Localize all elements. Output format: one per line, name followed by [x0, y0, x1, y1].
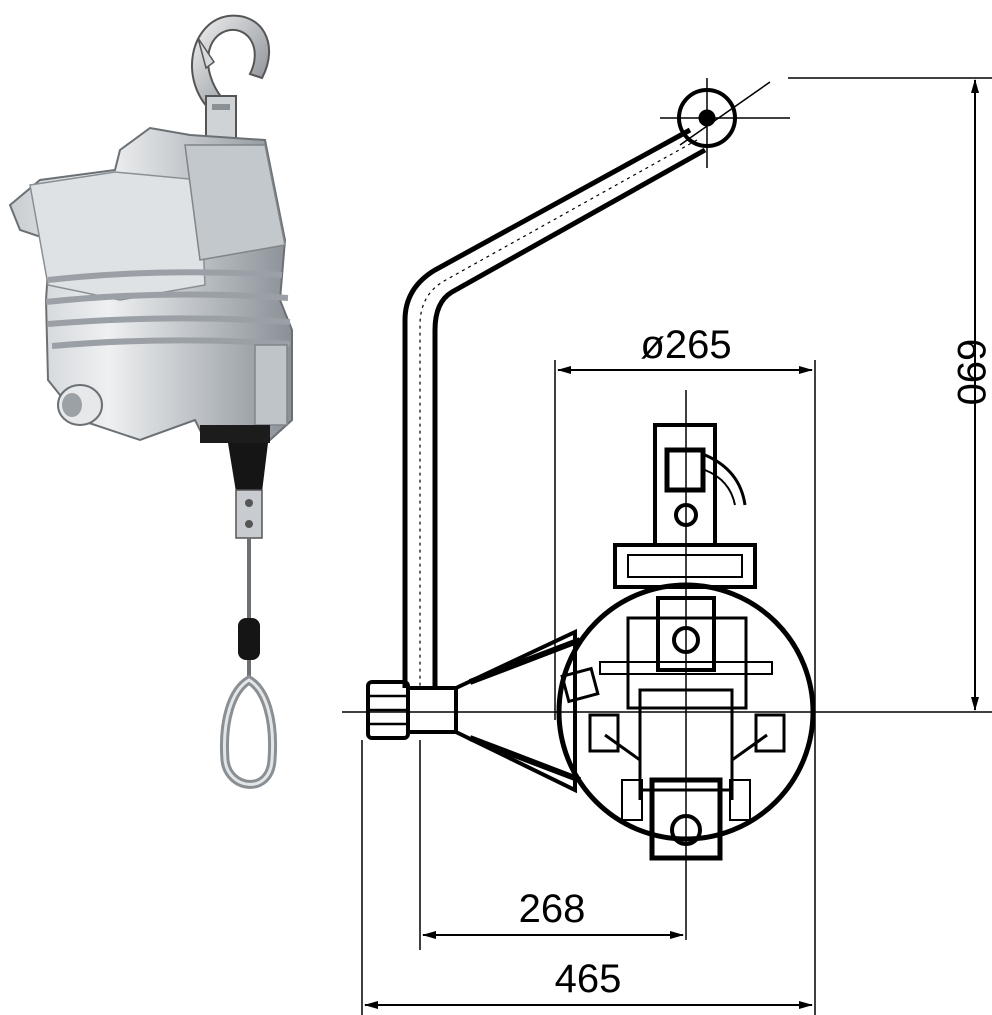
arm-nut	[366, 680, 458, 740]
balancer-housing	[8, 126, 293, 443]
top-hook-icon	[191, 14, 271, 143]
balancer-product-photo	[8, 14, 293, 789]
carabiner-hook-icon	[219, 674, 278, 789]
diameter-label: ø265	[640, 323, 731, 367]
height-label: 690	[949, 339, 992, 406]
support-arm	[402, 127, 707, 688]
overall-width-label: 465	[555, 957, 622, 1001]
cable-assembly	[228, 443, 268, 680]
arm-offset-label: 268	[519, 887, 586, 931]
pivot-mount	[660, 78, 790, 168]
cone-connector	[454, 628, 577, 794]
technical-drawing	[342, 77, 992, 1015]
